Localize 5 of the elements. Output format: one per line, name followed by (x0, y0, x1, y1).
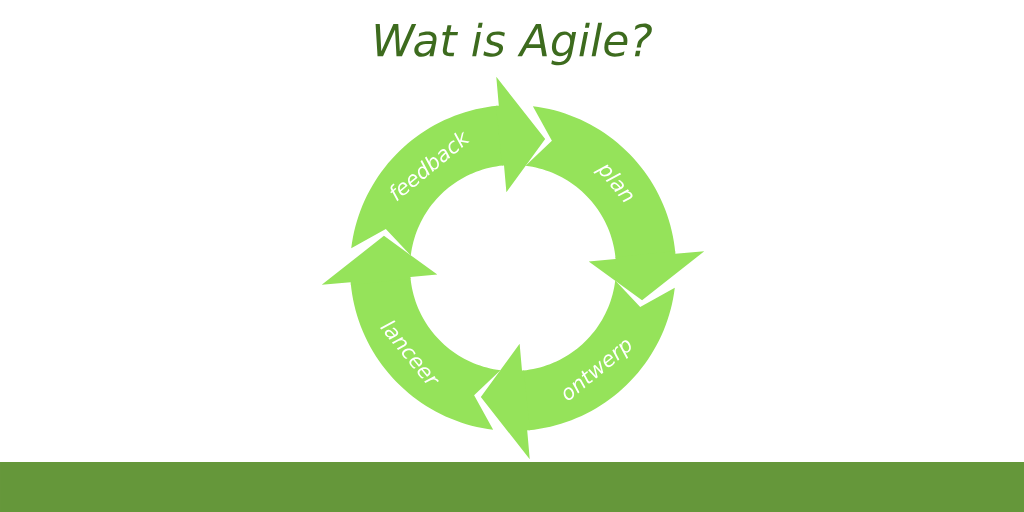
arrowhead (480, 343, 531, 460)
arrowhead (588, 250, 705, 301)
arrowhead (495, 76, 546, 193)
arrowhead (321, 235, 438, 286)
title: Wat is Agile? (375, 22, 652, 66)
